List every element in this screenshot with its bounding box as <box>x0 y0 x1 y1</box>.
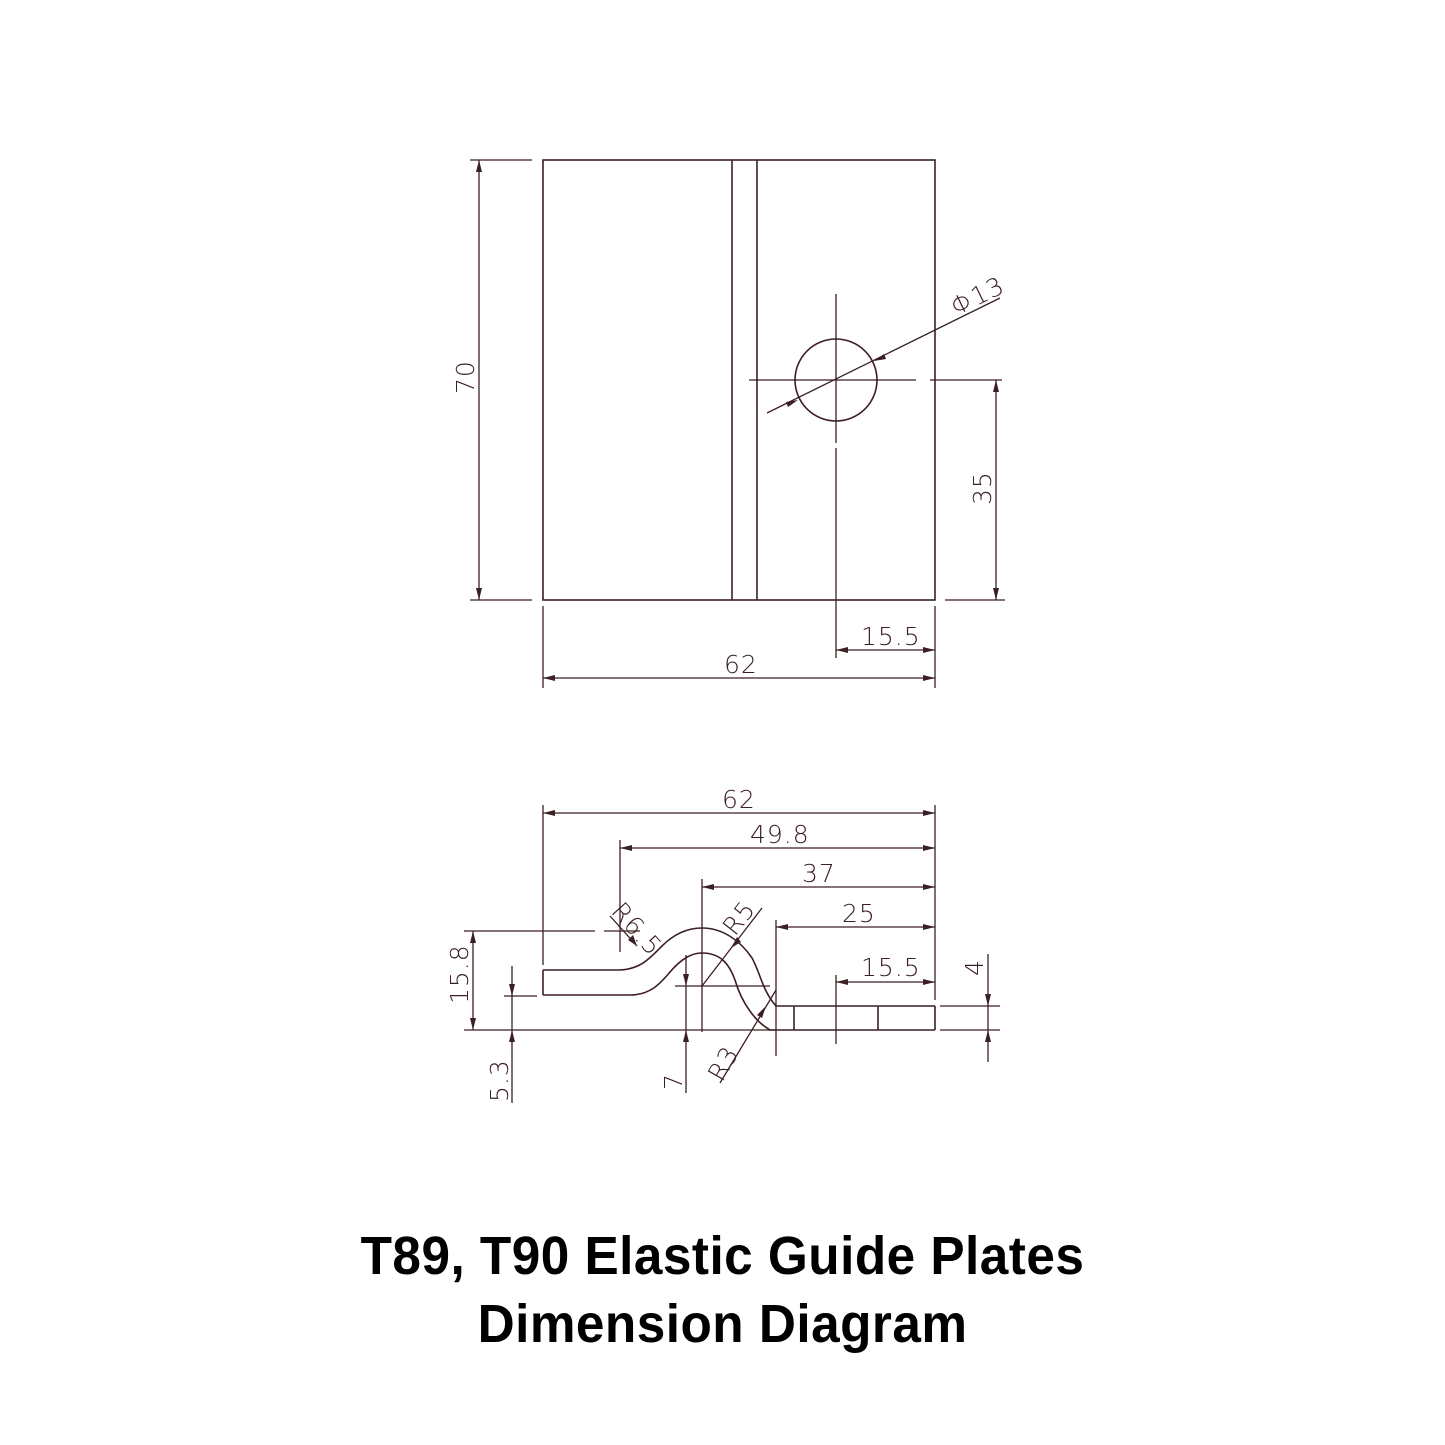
arrow <box>786 400 798 407</box>
arrow <box>993 588 999 600</box>
hole-height-label: 35 <box>968 471 997 505</box>
arrow <box>470 1018 476 1030</box>
arrow <box>923 647 935 653</box>
arrow <box>923 675 935 681</box>
title-line-1: T89, T90 Elastic Guide Plates <box>360 1226 1085 1286</box>
radius-leader <box>719 989 777 1084</box>
top-view: Φ13 70 35 62 15.5 <box>451 159 1009 688</box>
arrow <box>993 380 999 392</box>
overall-height-label: 15.8 <box>445 944 474 1004</box>
length-37-label: 37 <box>802 859 836 888</box>
arrow <box>543 810 555 816</box>
bend-height-label: 7 <box>659 1073 688 1090</box>
radius-6-5-label: R6.5 <box>606 897 668 962</box>
arrow <box>923 884 935 890</box>
radius-3-label: R3 <box>702 1041 745 1086</box>
arrow <box>683 1030 689 1042</box>
arrow <box>628 935 637 946</box>
title-line-2: Dimension Diagram <box>477 1294 968 1354</box>
arrow <box>509 984 515 996</box>
arrow <box>836 647 848 653</box>
arrow <box>985 994 991 1006</box>
radius-5-label: R5 <box>717 895 762 941</box>
arrow <box>757 1006 766 1018</box>
side-view: 62 49.8 37 25 15.5 15.8 5.3 <box>445 785 1000 1103</box>
arrow <box>776 924 788 930</box>
length-49-8-label: 49.8 <box>750 820 810 849</box>
height-label: 70 <box>451 360 480 394</box>
arrow <box>985 1030 991 1042</box>
overall-length-label: 62 <box>722 785 756 814</box>
length-15-5-label: 15.5 <box>861 953 921 982</box>
left-flat-height-label: 5.3 <box>485 1059 514 1102</box>
diagram-title: T89, T90 Elastic Guide Plates Dimension … <box>0 1222 1445 1358</box>
arrow <box>731 937 741 948</box>
thickness-label: 4 <box>960 959 989 976</box>
length-25-label: 25 <box>842 899 876 928</box>
arrow <box>620 845 632 851</box>
arrow <box>509 1030 515 1042</box>
arrow <box>836 979 848 985</box>
arrow <box>874 354 886 361</box>
diameter-label: Φ13 <box>946 271 1009 322</box>
width-label: 62 <box>724 650 758 679</box>
hole-offset-label: 15.5 <box>861 622 921 651</box>
arrow <box>543 675 555 681</box>
arrow <box>923 810 935 816</box>
arrow <box>476 160 482 172</box>
arrow <box>470 931 476 943</box>
arrow <box>702 884 714 890</box>
arrow <box>923 979 935 985</box>
arrow <box>683 974 689 986</box>
arrow <box>923 924 935 930</box>
arrow <box>476 588 482 600</box>
arrow <box>923 845 935 851</box>
